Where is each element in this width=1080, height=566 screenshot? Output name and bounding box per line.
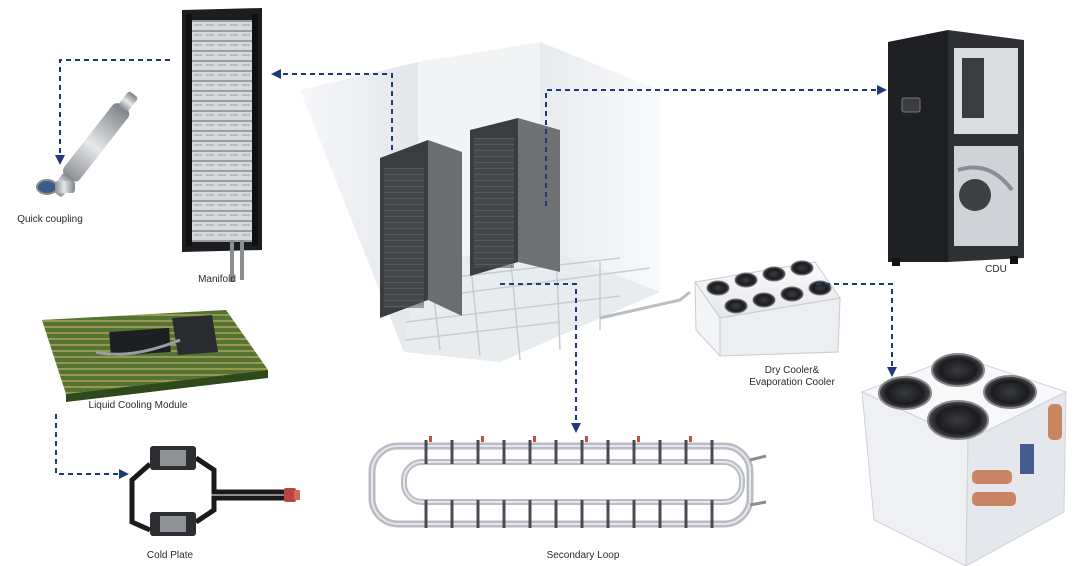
cold-plate-label: Cold Plate [147,550,194,561]
quick-coupling-icon [36,91,138,197]
quick-coupling-label: Quick coupling [17,214,83,225]
cdu-unit-icon [888,30,1024,266]
secondary-loop-piping-icon [368,436,767,528]
cdu-label: CDU [985,264,1007,275]
manifold-rack-icon [182,8,262,282]
liquid-cooling-module-label: Liquid Cooling Module [89,400,188,411]
arrow-module-to-cold-plate [55,414,129,479]
dry-cooler-label-line1: Dry Cooler& [765,365,820,376]
arrow-room-to-manifold [271,69,393,150]
data-center-room-icon [300,42,691,362]
arrow-dry-cooler-to-evaporation-cooler [816,283,897,377]
arrow-room-to-cdu [545,85,887,206]
arrow-room-to-secondary-loop [500,283,581,433]
evaporation-cooler-icon [860,353,1068,566]
connector-arrows [55,59,897,479]
secondary-loop-label: Secondary Loop [547,550,620,561]
cold-plate-icon [129,446,300,536]
liquid-cooling-module-board-icon [42,310,268,402]
dry-cooler-label-line2: Evaporation Cooler [749,377,835,388]
arrow-manifold-to-quick-coupling [55,59,170,165]
dry-cooler-icon [694,260,841,358]
manifold-label: Manifold [198,274,236,285]
